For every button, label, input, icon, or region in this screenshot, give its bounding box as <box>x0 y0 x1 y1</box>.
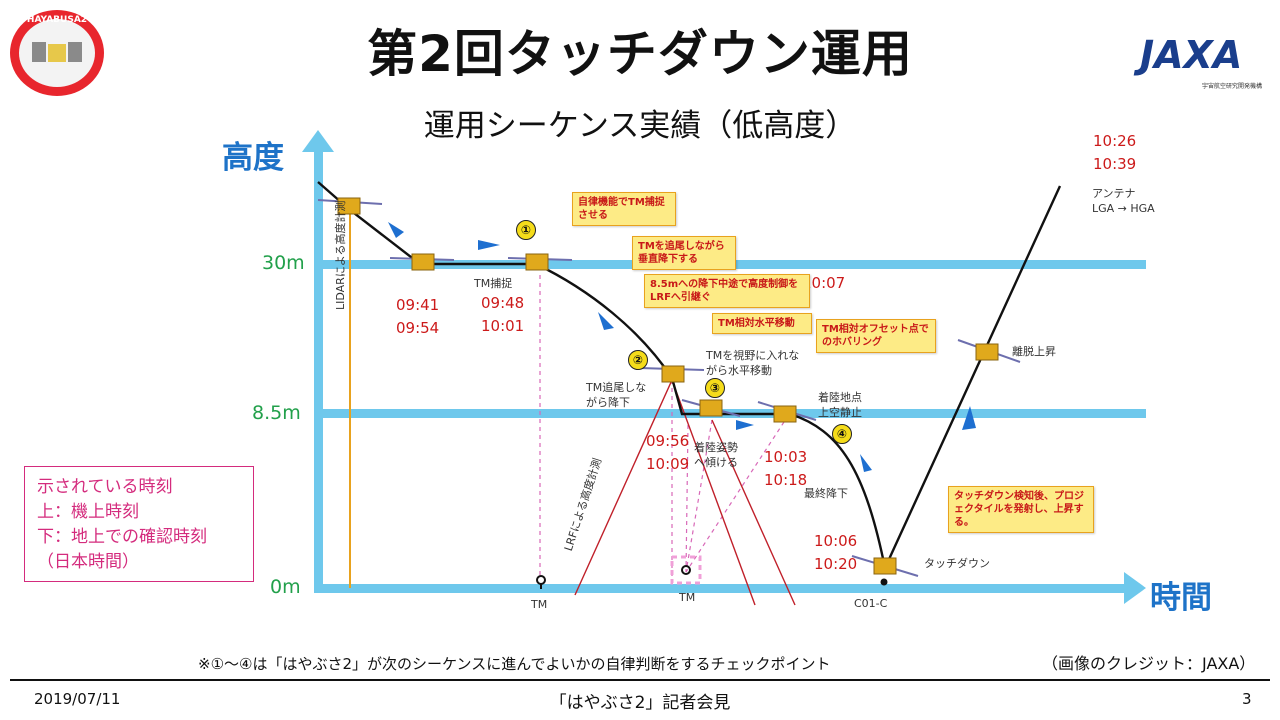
tm-dashed-line-3 <box>685 424 689 573</box>
checkpoint-4: ④ <box>832 424 852 444</box>
spacecraft-icon-1 <box>317 197 383 215</box>
label-landing-hover: 着陸地点 上空静止 <box>818 391 862 419</box>
time-onboard: 09:41 <box>396 296 440 314</box>
time-pair-1: 09:41 09:54 <box>396 294 439 340</box>
time-onboard: 10:03 <box>764 448 808 466</box>
label-tm-view-move: TMを視野に入れな がら水平移動 <box>706 349 800 377</box>
label-c01: C01-C <box>854 597 888 610</box>
lrf-line-1 <box>574 379 673 596</box>
jaxa-logo: JAXA 宇宙航空研究開発機構 <box>1130 26 1268 106</box>
page-number: 3 <box>1242 690 1252 708</box>
checkpoint-1: ① <box>516 220 536 240</box>
time-pair-7: 10:26 10:39 <box>1093 130 1136 176</box>
spacecraft-icon-7 <box>851 555 919 577</box>
footer-date: 2019/07/11 <box>34 690 121 708</box>
time-ground: 09:54 <box>396 319 440 337</box>
label-tm-2: TM <box>679 591 696 604</box>
callout-hovering: TM相対オフセット点でのホバリング <box>816 319 936 353</box>
label-tm-capture: TM捕捉 <box>474 277 513 290</box>
callout-horizontal-move: TM相対水平移動 <box>712 313 812 334</box>
hayabusa2-logo: HAYABUSA2 <box>8 8 106 98</box>
page-title: 第2回タッチダウン運用 <box>367 25 913 83</box>
label-tm-1: TM <box>531 598 548 611</box>
checkpoint-2: ② <box>628 350 648 370</box>
footer-divider <box>10 679 1270 681</box>
label-final-descent: 最終降下 <box>804 487 848 500</box>
label-ascent: 離脱上昇 <box>1012 345 1056 358</box>
image-credit: （画像のクレジット：JAXA） <box>1042 654 1256 673</box>
checkpoint-3: ③ <box>705 378 725 398</box>
time-pair-2: 09:48 10:01 <box>481 292 524 338</box>
svg-text:JAXA: JAXA <box>1133 33 1242 77</box>
time-ground: 10:09 <box>646 455 690 473</box>
x-axis <box>314 572 1146 604</box>
label-tm-track-descend: TM追尾しな がら降下 <box>586 381 647 409</box>
footer-event: 「はやぶさ2」記者会見 <box>549 693 731 713</box>
svg-text:宇宙航空研究開発機構: 宇宙航空研究開発機構 <box>1202 82 1262 90</box>
time-pair-5: 10:03 10:18 <box>764 446 807 492</box>
time-ground: 10:01 <box>481 317 525 335</box>
x-axis-label: 時間 <box>1150 580 1212 616</box>
time-onboard: 10:26 <box>1093 132 1137 150</box>
time-onboard: 10:06 <box>814 532 858 550</box>
label-touchdown: タッチダウン <box>924 557 990 570</box>
spacecraft-icon-2 <box>389 253 455 271</box>
target-marker-icon-2 <box>670 555 702 585</box>
label-lidar-measure: LIDARによる高度計測 <box>334 200 347 311</box>
target-marker-icon-3 <box>880 578 888 586</box>
time-ground: 10:18 <box>764 471 808 489</box>
svg-text:HAYABUSA2: HAYABUSA2 <box>27 15 87 25</box>
callout-vertical-descent: TMを追尾しながら垂直降下する <box>632 236 736 270</box>
altitude-label-0m: 0m <box>270 576 301 598</box>
lrf-line-2 <box>671 379 756 606</box>
time-onboard: 09:56 <box>646 432 690 450</box>
time-single-3: 10:07 <box>802 274 846 292</box>
spacecraft-icon-5 <box>681 399 741 417</box>
altitude-label-30m: 30m <box>262 252 305 274</box>
spacecraft-icon-3 <box>507 253 573 271</box>
trajectory-line <box>317 181 1062 572</box>
spacecraft-icon-4 <box>639 365 705 383</box>
direction-arrows <box>388 222 976 472</box>
time-pair-6: 10:06 10:20 <box>814 530 857 576</box>
y-axis-label: 高度 <box>222 140 284 176</box>
time-legend: 示されている時刻 上：機上時刻 下：地上での確認時刻 （日本時間） <box>24 466 254 582</box>
time-ground: 10:39 <box>1093 155 1137 173</box>
lrf-line-3 <box>711 419 796 606</box>
label-antenna: アンテナ LGA → HGA <box>1092 187 1155 215</box>
spacecraft-icon-6 <box>757 401 817 423</box>
label-attitude: 着陸姿勢 へ傾ける <box>694 441 738 469</box>
spacecraft-icon-8 <box>957 339 1021 363</box>
altitude-label-8-5m: 8.5m <box>252 402 301 424</box>
callout-lrf-handover: 8.5mへの降下中途で高度制御をLRFへ引継ぐ <box>644 274 810 308</box>
callout-tm-capture: 自律機能でTM捕捉させる <box>572 192 676 226</box>
y-axis <box>302 130 334 592</box>
time-ground: 10:20 <box>814 555 858 573</box>
time-onboard: 09:48 <box>481 294 525 312</box>
footnote: ※①～④は「はやぶさ2」が次のシーケンスに進んでよいかの自律判断をするチェックポ… <box>198 655 831 673</box>
page-subtitle: 運用シーケンス実績（低高度） <box>423 108 857 144</box>
time-pair-4: 09:56 10:09 <box>646 430 689 476</box>
target-marker-icon-1 <box>536 575 546 589</box>
callout-touchdown-ascent: タッチダウン検知後、プロジェクタイルを発射し、上昇する。 <box>948 486 1094 533</box>
